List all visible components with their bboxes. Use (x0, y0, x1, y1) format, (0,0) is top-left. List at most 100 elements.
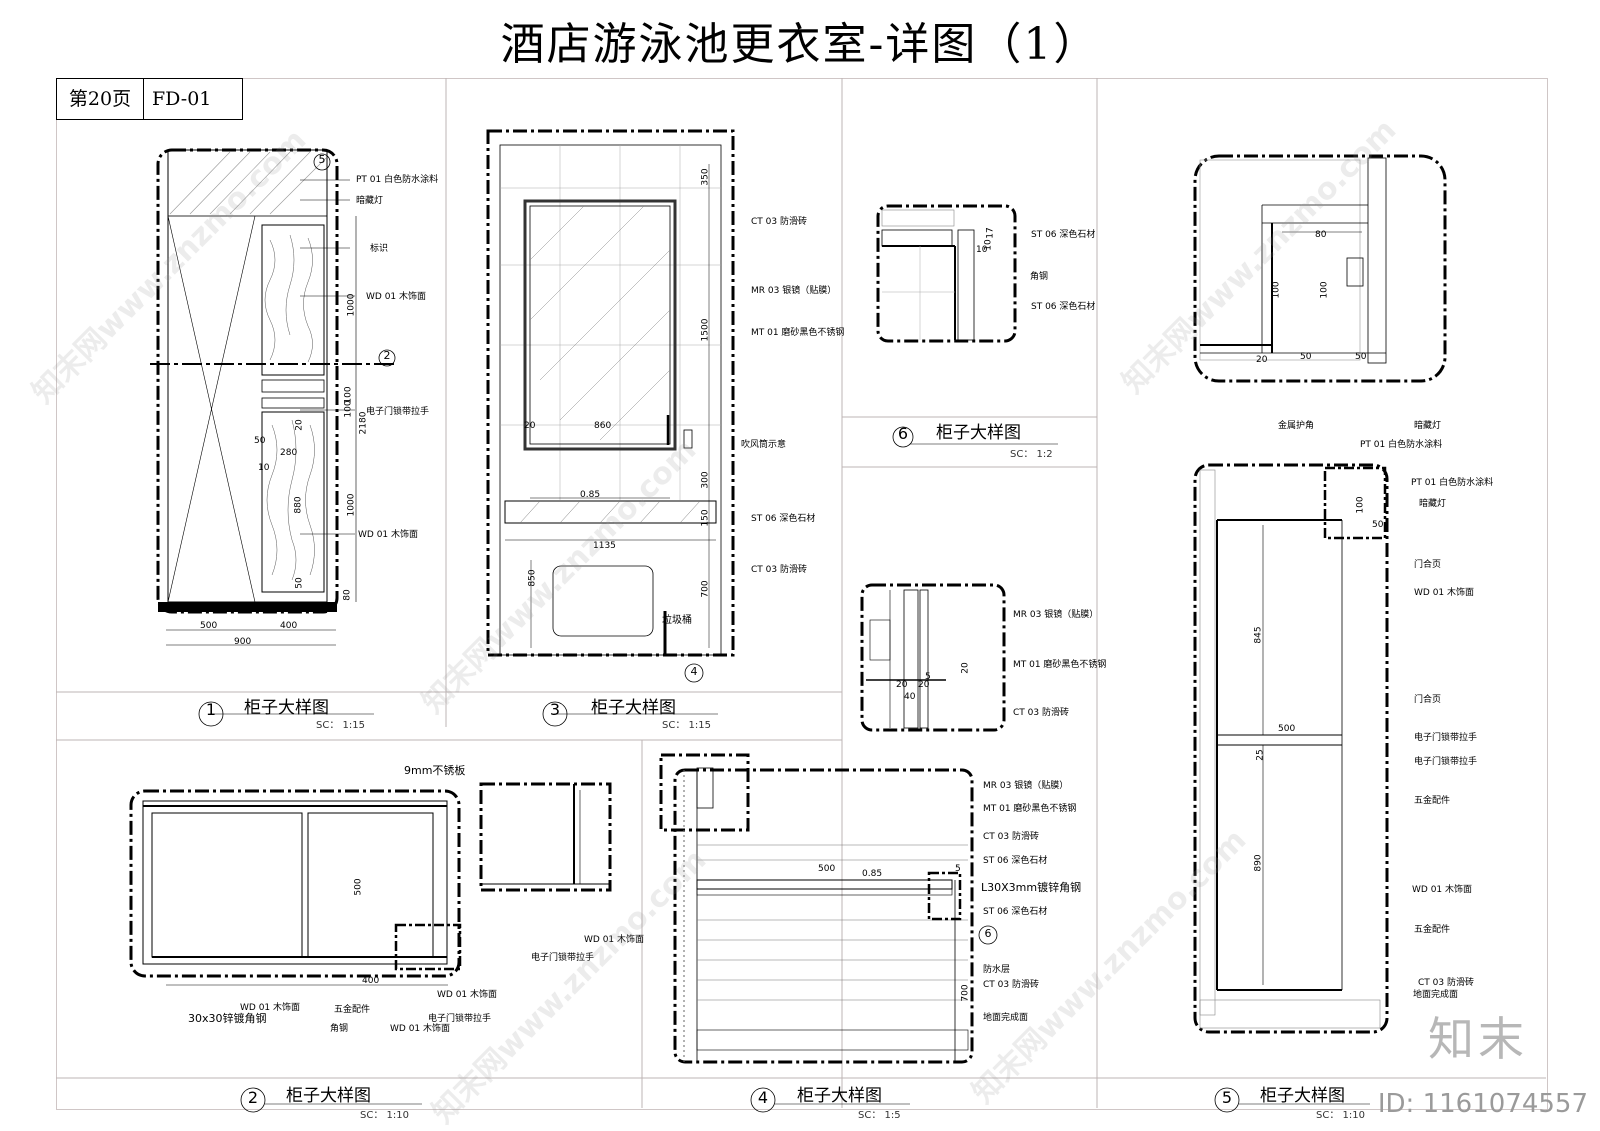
dimension: 150 (700, 509, 711, 527)
dimension: 280 (280, 448, 298, 458)
dimension: 20 (1256, 355, 1268, 365)
dimension: 500 (200, 621, 218, 631)
view4-section (659, 753, 998, 1113)
section-scale: SC： 1:10 (360, 1110, 409, 1121)
callout-number: 5 (318, 153, 326, 166)
drawing-code: FD-01 (152, 88, 212, 110)
view2-plan (129, 782, 612, 1113)
dimension: 10 (976, 245, 988, 255)
view6-detail (876, 204, 1017, 448)
callout-number: 4 (690, 665, 698, 678)
section-title: 柜子大样图 (591, 698, 676, 718)
dimension: 0.85 (580, 490, 601, 500)
material-label: 暗藏灯 (1414, 421, 1442, 431)
material-label: WD 01 木饰面 (584, 935, 645, 945)
dimension: 350 (700, 168, 711, 186)
section-title: 柜子大样图 (244, 698, 329, 718)
material-label: 门合页 (1414, 560, 1442, 570)
material-label: WD 01 木饰面 (390, 1024, 451, 1034)
dimension: 890 (1253, 854, 1264, 872)
dimension: 1000 (346, 293, 357, 317)
material-label: 地面完成面 (983, 1013, 1029, 1023)
section-number: 6 (897, 424, 909, 443)
material-label: CT 03 防滑砖 (1013, 708, 1069, 718)
dimension: 25 (1255, 749, 1266, 761)
dimension: 5 (925, 672, 931, 682)
material-label: 电子门锁带拉手 (1414, 757, 1478, 767)
dimension: 80 (1315, 230, 1327, 240)
section-title: 柜子大样图 (797, 1086, 882, 1106)
material-label: WD 01 木饰面 (1414, 588, 1475, 598)
dimension: 500 (353, 878, 364, 896)
dimension: 40 (904, 692, 916, 702)
material-label: MT 01 磨砂黑色不锈钢 (751, 328, 845, 338)
material-label: 垃圾桶 (662, 615, 692, 626)
section-title: 柜子大样图 (936, 423, 1021, 443)
material-label: ST 06 深色石材 (1031, 302, 1096, 312)
material-label: 暗藏灯 (356, 196, 384, 206)
section-title: 柜子大样图 (1260, 1086, 1345, 1106)
dimension: 50 (1372, 520, 1384, 530)
material-label: WD 01 木饰面 (358, 530, 419, 540)
section-scale: SC： 1:5 (858, 1110, 901, 1121)
dimension: 400 (280, 621, 298, 631)
dimension: 50 (1300, 352, 1312, 362)
dimension: 20 (294, 419, 305, 431)
section-number: 1 (205, 700, 217, 719)
dimension: 100 (1355, 496, 1366, 514)
dimension: 10 (258, 463, 270, 473)
material-label: WD 01 木饰面 (240, 1003, 301, 1013)
material-label: 五金配件 (1414, 925, 1451, 935)
page-number-box: 第20页 FD-01 (56, 78, 243, 120)
dimension: 80 (342, 589, 353, 601)
view5-top-detail (1193, 154, 1447, 383)
dimension: 700 (700, 580, 711, 598)
material-label: 防水层 (983, 965, 1011, 975)
watermark-id: ID: 1161074557 (1377, 1089, 1588, 1119)
material-label: MR 03 银镜（贴膜） (983, 781, 1069, 791)
dimension: 50 (294, 577, 305, 589)
material-label: 暗藏灯 (1419, 499, 1447, 509)
material-label: CT 03 防滑砖 (1418, 978, 1474, 988)
dimension: 20 (960, 662, 971, 674)
material-label: CT 03 防滑砖 (751, 217, 807, 227)
material-label: WD 01 木饰面 (437, 990, 498, 1000)
material-label: 电子门锁带拉手 (366, 407, 430, 417)
dimension: 700 (960, 984, 971, 1002)
dimension: 1500 (700, 318, 711, 342)
material-label: MR 03 银镜（贴膜） (751, 286, 837, 296)
dimension: 860 (594, 421, 612, 431)
material-label: 电子门锁带拉手 (531, 953, 595, 963)
material-label: 角钢 (1030, 272, 1049, 282)
dimension: 880 (293, 496, 304, 514)
section-number: 3 (549, 700, 561, 719)
dimension: 500 (818, 864, 836, 874)
dimension: 2180 (358, 411, 369, 435)
material-label: CT 03 防滑砖 (983, 832, 1039, 842)
section-number: 4 (757, 1088, 769, 1107)
material-label: 金属护角 (1278, 421, 1315, 431)
section-scale: SC： 1:15 (316, 720, 365, 731)
page-title: 酒店游泳池更衣室-详图（1） (500, 19, 1100, 70)
material-label: 门合页 (1414, 695, 1442, 705)
view3-elevation (486, 129, 735, 683)
dimension: 100 (343, 400, 354, 418)
material-label: 30x30锌镀角钢 (188, 1012, 267, 1025)
dimension: 100 (1319, 281, 1330, 299)
view4-small-detail (860, 583, 1006, 732)
dimension: 100 (1271, 281, 1282, 299)
sheet-frame (56, 78, 1548, 1110)
material-label: MT 01 磨砂黑色不锈钢 (1013, 660, 1107, 670)
material-label: MR 03 银镜（贴膜） (1013, 610, 1099, 620)
material-label: PT 01 白色防水涂料 (356, 175, 439, 185)
material-label: WD 01 木饰面 (1412, 885, 1473, 895)
page-label: 第20页 (57, 79, 144, 119)
watermark-logo: 知末 (1428, 1012, 1528, 1066)
material-label: 地面完成面 (1413, 990, 1459, 1000)
material-label: ST 06 深色石材 (751, 514, 816, 524)
section-number: 5 (1221, 1088, 1233, 1107)
material-label: L30X3mm镀锌角钢 (981, 881, 1082, 894)
material-label: PT 01 白色防水涂料 (1360, 440, 1443, 450)
material-label: 吹风筒示意 (741, 440, 787, 450)
